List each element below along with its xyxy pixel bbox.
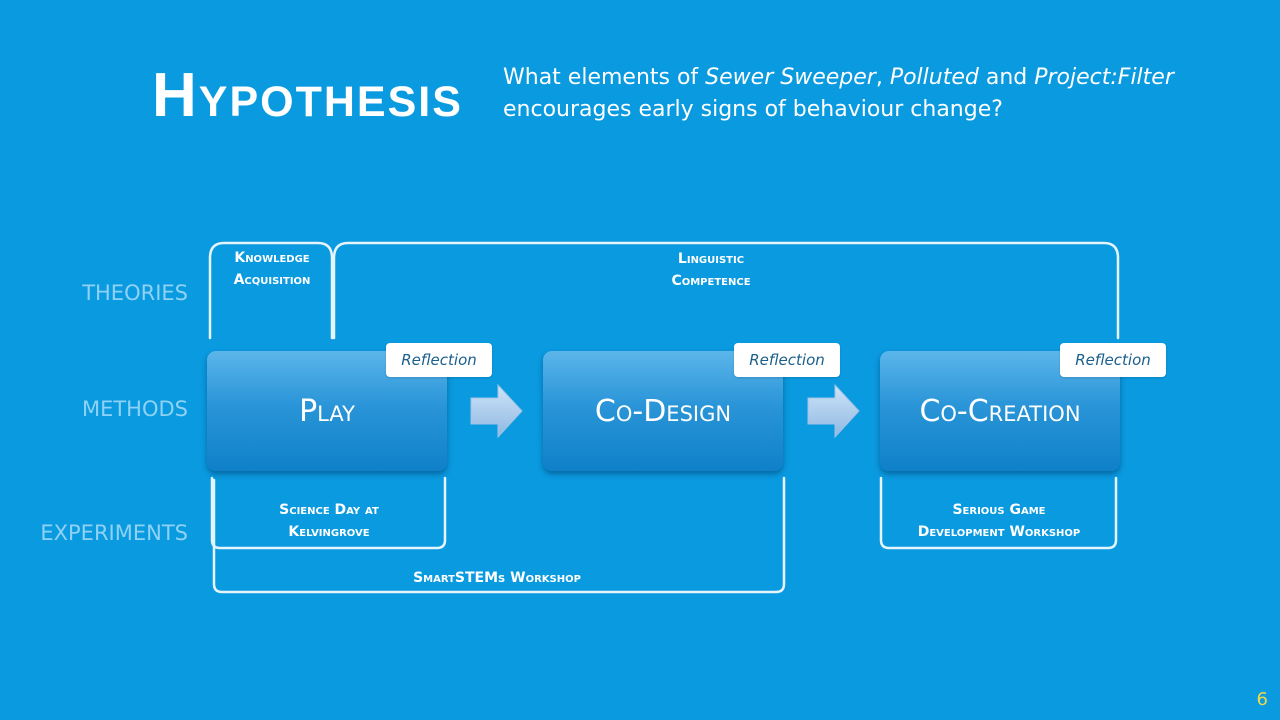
bracket-science-day — [210, 476, 447, 550]
experiment-serious-game-line2: Development Workshop — [917, 524, 1081, 540]
question-prefix: What elements of — [503, 65, 706, 90]
experiment-science-day-line2: Kelvingrove — [288, 524, 370, 540]
row-label-theories: THEORIES — [82, 281, 188, 305]
question-sep1: , — [875, 65, 890, 90]
theory-knowledge-acquisition: Knowledge Acquisition — [212, 247, 332, 291]
bracket-linguistic-competence — [332, 241, 1120, 340]
experiment-science-day-line1: Science Day at — [279, 502, 379, 518]
bracket-smartstems — [212, 476, 786, 594]
theory-linguistic-competence: Linguistic Competence — [611, 248, 811, 292]
question-sep2: and — [978, 65, 1035, 90]
bracket-serious-game — [879, 476, 1118, 550]
theory-knowledge-line2: Acquisition — [233, 272, 311, 288]
hypothesis-question: What elements of Sewer Sweeper, Polluted… — [503, 62, 1223, 126]
row-label-experiments: EXPERIMENTS — [40, 521, 188, 545]
method-co-design: Co-Design — [543, 351, 783, 471]
experiment-science-day: Science Day at Kelvingrove — [214, 499, 444, 543]
reflection-tag-co-creation: Reflection — [1060, 343, 1166, 377]
arrow-icon — [470, 383, 523, 439]
theory-linguistic-line2: Competence — [671, 273, 751, 289]
row-label-methods: METHODS — [81, 397, 188, 421]
game-name-project-filter: Project:Filter — [1034, 65, 1174, 90]
experiment-smartstems: SmartSTEMs Workshop — [413, 570, 581, 586]
experiment-serious-game: Serious Game Development Workshop — [883, 499, 1115, 543]
page-number: 6 — [1256, 689, 1268, 710]
theory-linguistic-line1: Linguistic — [677, 251, 745, 267]
experiment-serious-game-line1: Serious Game — [952, 502, 1046, 518]
reflection-tag-play: Reflection — [386, 343, 492, 377]
question-suffix: encourages early signs of behaviour chan… — [503, 97, 1003, 122]
theory-knowledge-line1: Knowledge — [234, 250, 310, 266]
slide-title: Hypothesis — [152, 61, 463, 130]
game-name-polluted: Polluted — [889, 65, 979, 90]
game-name-sewer-sweeper: Sewer Sweeper — [705, 65, 876, 90]
reflection-tag-co-design: Reflection — [734, 343, 840, 377]
bracket-knowledge-acquisition — [208, 241, 334, 340]
arrow-icon — [807, 383, 860, 439]
